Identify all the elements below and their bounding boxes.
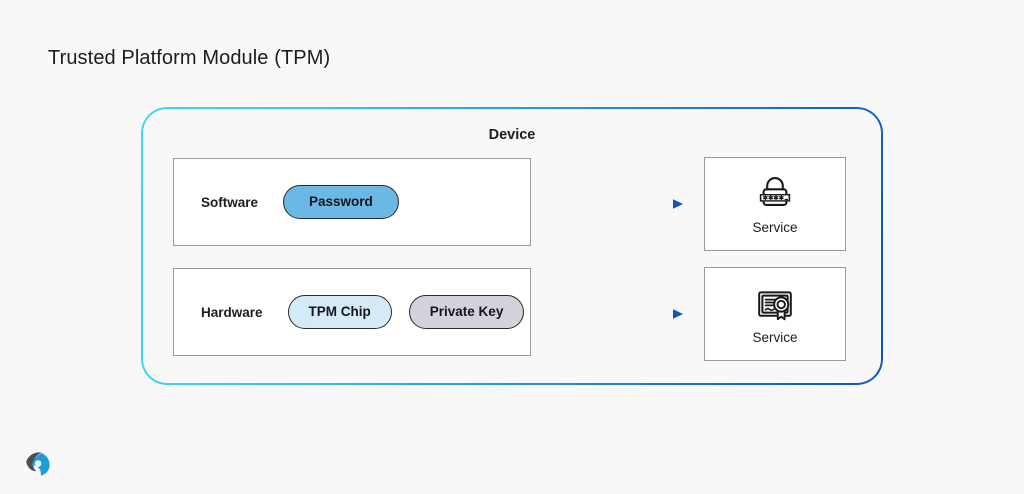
password-pill[interactable]: Password <box>283 185 399 219</box>
service-password: ✱✱✱✱ Service <box>704 157 846 251</box>
hardware-layer: Hardware TPM Chip Private Key <box>173 268 531 356</box>
device-label: Device <box>488 127 536 143</box>
service-label: Service <box>752 330 798 345</box>
software-layer-label: Software <box>201 194 259 210</box>
certificate-seal-icon <box>754 283 796 325</box>
password-lock-icon: ✱✱✱✱ <box>754 173 796 215</box>
private-key-pill[interactable]: Private Key <box>408 295 525 329</box>
page-title: Trusted Platform Module (TPM) <box>48 47 331 69</box>
tpm-chip-pill[interactable]: TPM Chip <box>287 295 392 329</box>
software-layer: Software Password <box>173 158 531 246</box>
hardware-layer-items: TPM Chip Private Key <box>287 295 525 329</box>
hardware-to-service-arrow <box>536 308 684 320</box>
software-to-service-arrow <box>536 198 684 210</box>
software-layer-items: Password <box>283 185 399 219</box>
svg-text:✱✱✱✱: ✱✱✱✱ <box>763 195 784 202</box>
brand-logo-icon <box>22 448 54 480</box>
service-certificate: Service <box>704 267 846 361</box>
hardware-layer-label: Hardware <box>201 304 263 320</box>
service-label: Service <box>752 220 798 235</box>
